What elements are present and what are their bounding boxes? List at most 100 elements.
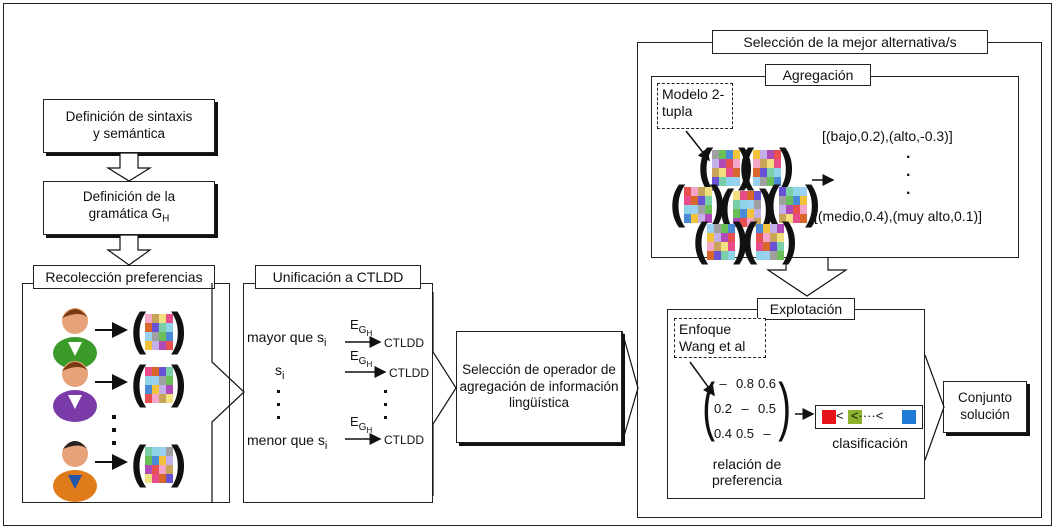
paren-left: ( bbox=[693, 213, 709, 265]
wang-approach-note: Enfoque Wang et al bbox=[674, 318, 766, 358]
grid-cell bbox=[159, 332, 166, 341]
grid-cell bbox=[747, 218, 754, 227]
grid-cell bbox=[705, 214, 712, 223]
matrix-cell: 0.5 bbox=[735, 426, 755, 441]
best-alternative-title: Selección de la mejor alternativa/s bbox=[712, 30, 988, 54]
grid-cell bbox=[145, 385, 152, 394]
grid-cell bbox=[691, 187, 698, 196]
grid-cell bbox=[714, 224, 721, 233]
unif-dot-b3 bbox=[384, 416, 387, 419]
unif-dot-b2 bbox=[384, 403, 387, 406]
grid-cell bbox=[793, 214, 800, 223]
mayor-que-label: mayor que si bbox=[247, 329, 327, 349]
grid-cell bbox=[145, 332, 152, 341]
color-grid bbox=[707, 224, 735, 260]
preference-matrix-icon: () bbox=[131, 439, 186, 489]
grid-cell bbox=[770, 251, 777, 260]
grid-cell bbox=[777, 233, 784, 242]
grid-cell bbox=[145, 376, 152, 385]
grid-cell bbox=[691, 205, 698, 214]
arrow-preferences-to-unification bbox=[211, 283, 245, 503]
grid-cell bbox=[793, 187, 800, 196]
grid-cell bbox=[733, 200, 740, 209]
unification-title: Unificación a CTLDD bbox=[255, 265, 421, 289]
eg-label-2: EGH bbox=[350, 348, 373, 369]
paren-right: ) bbox=[805, 176, 821, 228]
diagram-frame bbox=[3, 3, 1052, 526]
preference-matrix-icon: () bbox=[693, 213, 748, 266]
aggregation-last: [(medio,0.4),(muy alto,0.1)] bbox=[814, 208, 983, 224]
solution-label: Conjunto solución bbox=[957, 390, 1013, 422]
grid-cell bbox=[740, 200, 747, 209]
grid-cell bbox=[152, 341, 159, 350]
preference-matrix-icon: () bbox=[739, 139, 794, 192]
paren-left: ( bbox=[742, 213, 758, 265]
rank-green-square bbox=[848, 410, 862, 424]
preferences-title: Recolección preferencias bbox=[33, 265, 215, 289]
grid-cell bbox=[779, 196, 786, 205]
grid-cell bbox=[763, 251, 770, 260]
paren-right: ) bbox=[759, 180, 775, 232]
paren-left: ( bbox=[739, 139, 755, 191]
exploitation-title: Explotación bbox=[757, 298, 855, 320]
pref-dot-3 bbox=[112, 441, 116, 445]
grid-cell bbox=[740, 209, 747, 218]
grid-cell bbox=[726, 159, 733, 168]
grid-cell bbox=[145, 474, 152, 483]
aggregation-dot-3: . bbox=[906, 181, 911, 198]
grid-cell bbox=[159, 323, 166, 332]
grid-cell bbox=[728, 224, 735, 233]
grid-cell bbox=[712, 168, 719, 177]
grid-cell bbox=[760, 150, 767, 159]
grid-cell bbox=[786, 187, 793, 196]
matrix-cell: – bbox=[741, 401, 749, 416]
preference-matrix-icon: () bbox=[742, 213, 797, 266]
grid-cell bbox=[777, 251, 784, 260]
grid-cell bbox=[159, 314, 166, 323]
grid-cell bbox=[779, 187, 786, 196]
grid-cell bbox=[719, 159, 726, 168]
grid-cell bbox=[159, 447, 166, 456]
grid-cell bbox=[691, 214, 698, 223]
eg-label-3: EGH bbox=[350, 414, 373, 435]
grid-cell bbox=[714, 242, 721, 251]
grid-cell bbox=[779, 205, 786, 214]
grid-cell bbox=[754, 191, 761, 200]
grid-cell bbox=[159, 376, 166, 385]
grid-cell bbox=[152, 332, 159, 341]
grid-cell bbox=[767, 168, 774, 177]
grid-cell bbox=[786, 214, 793, 223]
grid-cell bbox=[760, 177, 767, 186]
grid-cell bbox=[691, 196, 698, 205]
rank-red-square bbox=[822, 410, 836, 424]
grid-cell bbox=[714, 233, 721, 242]
grid-cell bbox=[152, 323, 159, 332]
grid-cell bbox=[728, 233, 735, 242]
user-icon-purple bbox=[53, 361, 97, 422]
color-grid bbox=[753, 150, 781, 186]
matrix-cell: 0.2 bbox=[713, 401, 733, 416]
matrix-cell: 0.8 bbox=[735, 376, 755, 391]
grid-cell bbox=[166, 376, 173, 385]
grid-cell bbox=[712, 159, 719, 168]
grid-cell bbox=[684, 205, 691, 214]
grid-cell bbox=[159, 456, 166, 465]
grid-cell bbox=[684, 196, 691, 205]
paren-right: ) bbox=[710, 176, 726, 228]
grid-cell bbox=[793, 205, 800, 214]
grid-cell bbox=[767, 150, 774, 159]
grid-cell bbox=[721, 233, 728, 242]
grid-cell bbox=[152, 394, 159, 403]
color-grid bbox=[756, 224, 784, 260]
color-grid bbox=[712, 150, 740, 186]
grid-cell bbox=[145, 394, 152, 403]
grid-cell bbox=[152, 474, 159, 483]
user-icon-green bbox=[53, 308, 97, 369]
grid-cell bbox=[159, 367, 166, 376]
unif-dot-a2 bbox=[277, 403, 280, 406]
grid-cell bbox=[726, 177, 733, 186]
grid-cell bbox=[159, 385, 166, 394]
grid-cell bbox=[159, 341, 166, 350]
grid-cell bbox=[166, 367, 173, 376]
paren-right: ) bbox=[171, 303, 187, 355]
